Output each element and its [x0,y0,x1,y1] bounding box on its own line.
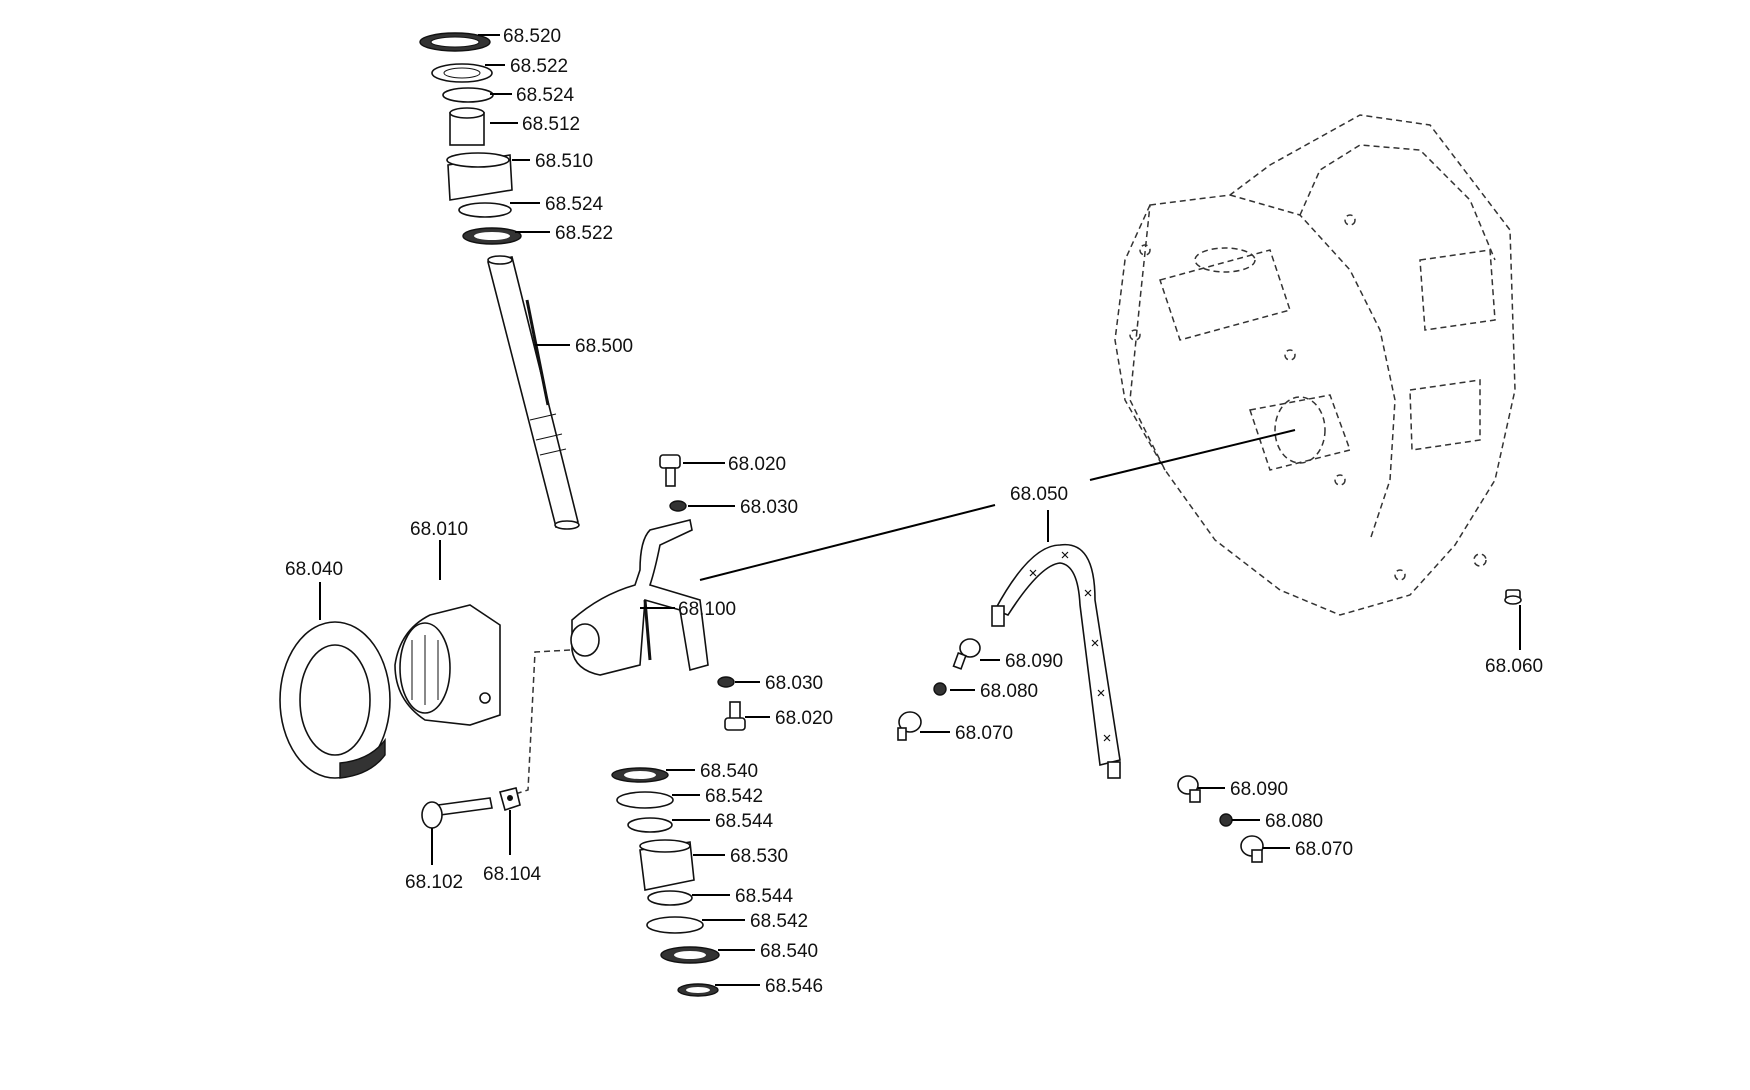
label-68544-a: 68.544 [715,811,774,832]
bolt-68102 [421,797,493,829]
label-68510: 68.510 [535,151,593,172]
label-68540-b: 68.540 [760,941,818,962]
label-68020-b: 68.020 [775,708,833,729]
lower-shaft-assembly [611,767,720,997]
label-68090-a: 68.090 [1005,651,1063,672]
label-68040: 68.040 [285,559,343,580]
label-68104: 68.104 [483,864,542,885]
release-bearing-68040 [279,621,391,779]
label-68070-a: 68.070 [955,723,1013,744]
label-68090-b: 68.090 [1230,779,1288,800]
tab-washer-68104 [499,787,521,812]
label-68010: 68.010 [410,519,468,540]
bearing-carrier-68010 [394,604,501,726]
nut-68070-a [897,711,922,741]
label-68080-b: 68.080 [1265,811,1323,832]
washer-68524-b [458,202,512,218]
label-68546: 68.546 [765,976,823,997]
label-68544-b: 68.544 [735,886,794,907]
washer-68524 [442,87,494,103]
bolt-68090-b [1177,775,1201,803]
label-68524-a: 68.524 [516,85,575,106]
label-68070-b: 68.070 [1295,839,1353,860]
label-68512: 68.512 [522,114,580,135]
label-68020-a: 68.020 [728,454,786,475]
label-68030-a: 68.030 [740,497,798,518]
ground-strap-68050 [991,543,1121,779]
washer-68080-a [933,682,947,696]
washer-68080-b [1219,813,1233,827]
label-68540-a: 68.540 [700,761,758,782]
upper-shaft-assembly [419,32,580,530]
label-68080-a: 68.080 [980,681,1038,702]
plug-68060 [1504,589,1522,605]
label-68524-b: 68.524 [545,194,604,215]
label-68530: 68.530 [730,846,788,867]
bolt-68090-a [952,638,981,670]
label-68030-b: 68.030 [765,673,823,694]
label-68542-b: 68.542 [750,911,808,932]
shift-fork-68100 [570,519,709,676]
label-68050: 68.050 [1010,484,1068,505]
label-68060: 68.060 [1485,656,1543,677]
bolt-68020-b [724,701,746,731]
label-68542-a: 68.542 [705,786,763,807]
nut-68030-a [669,500,687,512]
label-68102: 68.102 [405,872,463,893]
gearbox-housing [1114,114,1516,616]
label-68500: 68.500 [575,336,633,357]
nut-68030-b [717,676,735,688]
label-68522-b: 68.522 [555,223,613,244]
label-68520: 68.520 [503,26,561,47]
label-68522-a: 68.522 [510,56,568,77]
nut-68070-b [1240,835,1264,863]
bolt-68020-a [659,454,681,487]
leader-lines [319,34,1521,986]
label-68100: 68.100 [678,599,736,620]
shaft-68500 [487,256,579,528]
part-labels: 68.520 68.522 68.524 68.512 68.510 68.52… [285,26,1543,997]
